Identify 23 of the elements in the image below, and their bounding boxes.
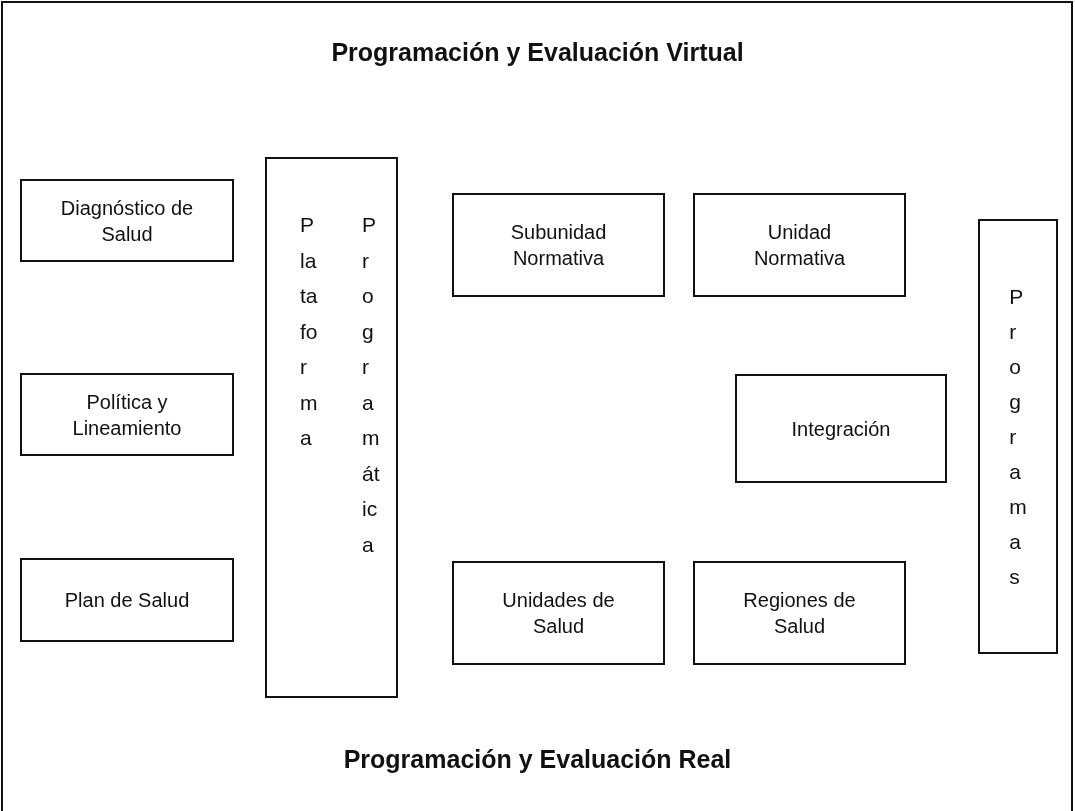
- vertical-label: Plataforma: [300, 212, 318, 451]
- process-box: [20, 373, 234, 456]
- process-box: [452, 561, 665, 665]
- box-label: Unidad Normativa: [752, 220, 847, 271]
- process-box: [693, 561, 906, 665]
- box-label: Diagnóstico de Salud: [59, 195, 195, 247]
- process-box: [735, 374, 947, 483]
- vertical-label: Programas: [1009, 284, 1027, 590]
- box-label: Plan de Salud: [64, 588, 190, 613]
- box-label: Subunidad Normativa: [509, 220, 608, 271]
- process-box: [452, 193, 665, 297]
- vertical-box: [265, 157, 398, 698]
- process-box: [20, 179, 234, 262]
- process-box: [20, 558, 234, 642]
- box-label: Integración: [791, 416, 891, 442]
- box-label: Regiones de Salud: [742, 588, 857, 639]
- vertical-label: Programática: [362, 212, 380, 558]
- diagram-title: Programación y Evaluación Virtual: [330, 38, 745, 67]
- process-box: [693, 193, 906, 297]
- box-label: Política y Lineamiento: [71, 389, 183, 441]
- bottom-title: Programación y Evaluación Real: [342, 745, 733, 774]
- vertical-box: [978, 219, 1058, 654]
- box-label: Unidades de Salud: [501, 588, 616, 639]
